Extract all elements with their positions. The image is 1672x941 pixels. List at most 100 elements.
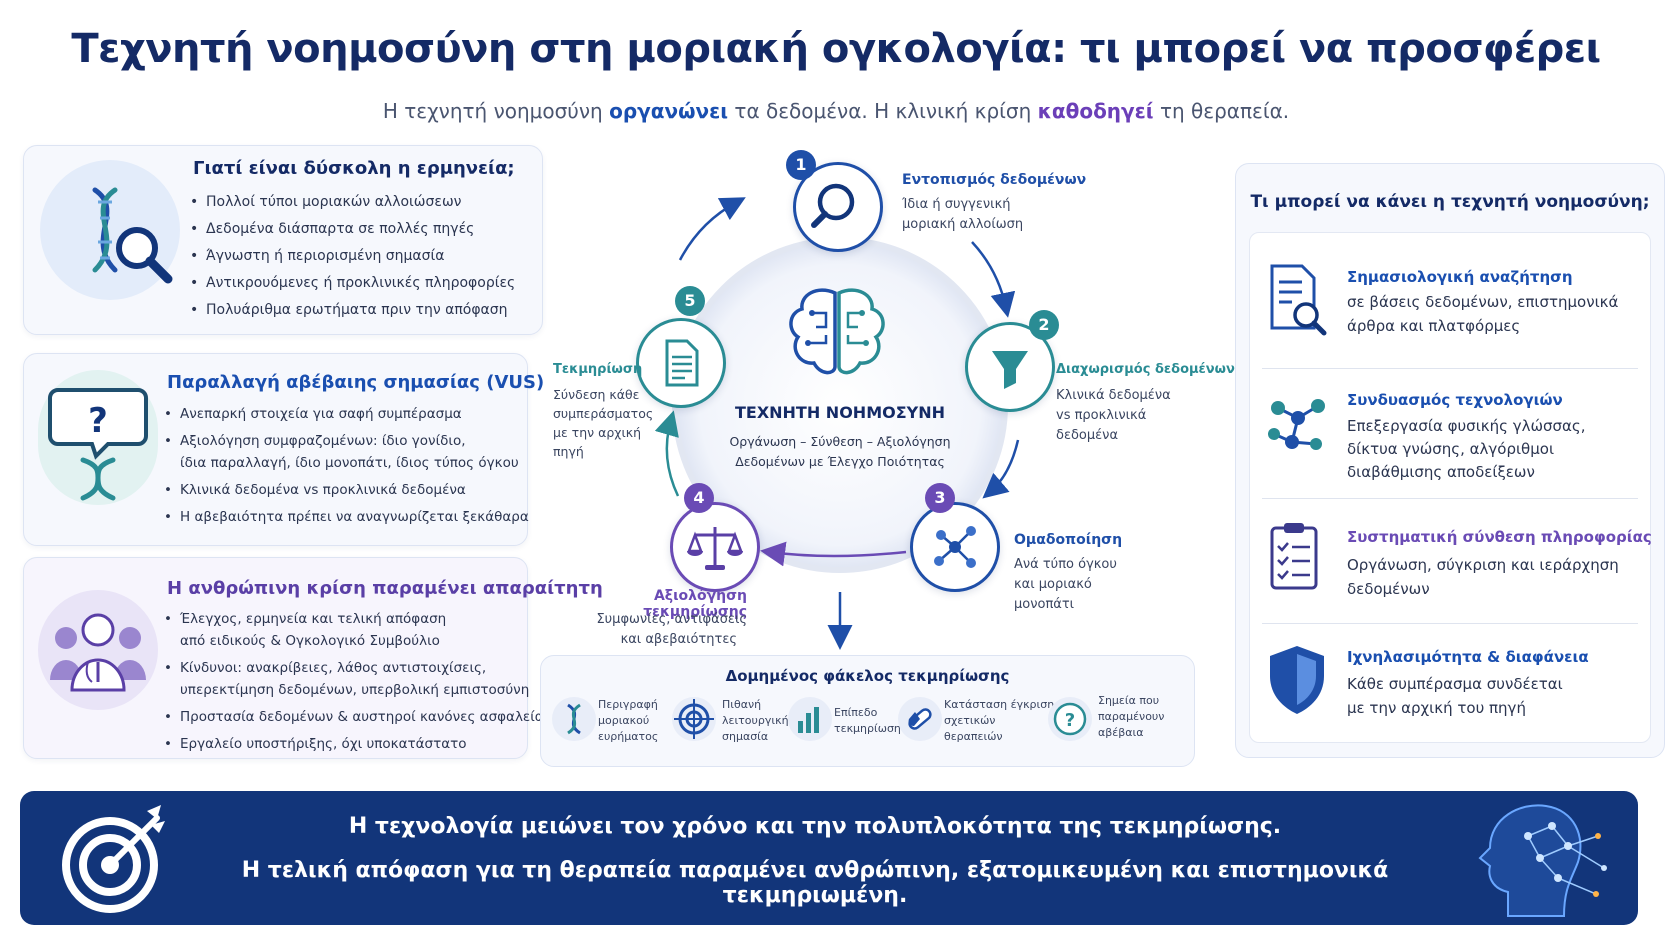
step-1-text-1: Ίδια ή συγγενική [902, 197, 1011, 212]
folder-item-4-line-2: σχετικών [944, 714, 996, 727]
step-4-node [670, 502, 760, 592]
card-human-title: Η ανθρώπινη κρίση παραμένει απαραίτητη [167, 578, 603, 599]
step-3-text-2: και μοριακό [1014, 577, 1092, 592]
list-item: Η αβεβαιότητα πρέπει να αναγνωρίζεται ξε… [162, 506, 529, 528]
feature-4-text-1: Κάθε συμπέρασμα συνδέεται [1347, 675, 1563, 693]
card-human-list: Έλεγχος, ερμηνεία και τελική απόφαση από… [162, 608, 552, 760]
folder-item-3-label: Επίπεδο τεκμηρίωσης [834, 705, 907, 737]
feature-divider [1262, 368, 1638, 369]
feature-1-text-2: άρθρα και πλατφόρμες [1347, 317, 1521, 335]
step-1-number: 1 [786, 150, 816, 180]
svg-text:?: ? [1065, 710, 1075, 731]
step-2-title: Διαχωρισμός δεδομένων [1056, 362, 1235, 377]
folder-item-5-line-1: Σημεία που [1098, 694, 1160, 707]
step-4-title: Αξιολόγηση τεκμηρίωσης [643, 588, 747, 620]
list-item-continuation: από ειδικούς & Ογκολογικό Συμβούλιο [180, 633, 440, 649]
arrow-5-1 [678, 197, 746, 261]
subtitle-highlight-organizes: οργανώνει [609, 99, 729, 123]
step-2-number: 2 [1029, 310, 1059, 340]
document-search-icon [1270, 264, 1327, 336]
list-item-continuation: ίδια παραλλαγή, ίδιο μονοπάτι, ίδιος τύπ… [180, 455, 519, 471]
feature-1-title: Σημασιολογική αναζήτηση [1347, 268, 1573, 286]
card-interpretation-title: Γιατί είναι δύσκολη η ερμηνεία; [193, 158, 515, 179]
list-item: Δεδομένα διάσπαρτα σε πολλές πηγές [188, 218, 515, 240]
step-1-text-2: μοριακή αλλοίωση [902, 217, 1024, 232]
doctors-group-icon [38, 590, 158, 710]
step-5-text-2: συμπεράσματος [553, 406, 654, 421]
conclusion-banner [20, 791, 1638, 925]
step-1-title: Εντοπισμός δεδομένων [902, 172, 1087, 188]
folder-item-3-line-1: Επίπεδο [834, 706, 878, 719]
card-vus-list: Ανεπαρκή στοιχεία για σαφή συμπέρασμα Αξ… [162, 403, 529, 533]
question-icon: ? [1048, 697, 1092, 741]
arrow-2-3 [982, 439, 1020, 499]
list-item: Αντικρουόμενες ή προκλινικές πληροφορίες [188, 272, 515, 294]
list-item: Προστασία δεδομένων & αυστηροί κανόνες α… [162, 706, 552, 728]
scales-icon [687, 527, 743, 570]
step-3-text-1: Ανά τύπο όγκου [1014, 557, 1117, 572]
step-3-number: 3 [925, 483, 955, 513]
cluster-network-icon [934, 526, 976, 568]
svg-text:?: ? [88, 401, 108, 441]
question-dna-icon: ? [38, 370, 158, 505]
step-4-text-2: και αβεβαιότητες [620, 632, 737, 647]
subtitle-part-1: Η τεχνητή νοημοσύνη [382, 99, 610, 123]
step-5-number: 5 [675, 286, 705, 316]
ai-head-network-icon [1478, 804, 1607, 917]
feature-2-title: Συνδυασμός τεχνολογιών [1347, 391, 1563, 409]
funnel-icon [992, 351, 1028, 389]
pill-icon [898, 697, 942, 741]
step-2-text-3: δεδομένα [1056, 428, 1119, 443]
subtitle-part-3: τη θεραπεία. [1153, 99, 1290, 123]
folder-item-3-line-2: τεκμηρίωσης [834, 722, 908, 735]
list-item: Άγνωστη ή περιορισμένη σημασία [188, 245, 515, 267]
subtitle-part-2: τα δεδομένα. Η κλινική κρίση [728, 99, 1038, 123]
list-item: Κίνδυνοι: ανακρίβειες, λάθος αντιστοιχίσ… [162, 657, 552, 679]
feature-2-text-3: διαβάθμισης αποδείξεων [1347, 463, 1535, 481]
dna-icon [552, 697, 596, 741]
list-item: Εργαλείο υποστήριξης, όχι υποκατάστατο [162, 733, 552, 755]
document-icon [665, 339, 699, 387]
folder-item-4-line-3: θεραπειών [944, 730, 1003, 743]
magnifier-icon [811, 183, 855, 228]
feature-4-title: Ιχνηλασιμότητα & διαφάνεια [1347, 648, 1589, 666]
conclusion-line-2: Η τελική απόφαση για τη θεραπεία παραμέν… [241, 858, 1389, 908]
conclusion-line-1: Η τεχνολογία μειώνει τον χρόνο και την π… [348, 814, 1282, 839]
arrow-1-2 [971, 241, 1016, 318]
network-icon [1268, 399, 1325, 450]
step-4-number: 4 [684, 483, 714, 513]
list-item: Έλεγχος, ερμηνεία και τελική απόφαση [162, 608, 552, 630]
feature-3-text-1: Οργάνωση, σύγκριση και ιεράρχηση [1347, 556, 1619, 574]
target-arrow-icon [62, 805, 165, 913]
folder-item-4-label: Κατάσταση έγκρισης σχετικών θεραπειών [944, 697, 1061, 745]
ai-capabilities-title: Τι μπορεί να κάνει η τεχνητή νοημοσύνη; [1250, 192, 1650, 212]
folder-item-2-line-2: λειτουργική [722, 714, 789, 727]
page-subtitle: Η τεχνητή νοημοσύνη οργανώνει τα δεδομέν… [0, 99, 1672, 123]
step-4-text-1: Συμφωνίες, αντιφάσεις [596, 612, 747, 627]
folder-item-5-label: Σημεία που παραμένουν αβέβαια [1098, 693, 1164, 741]
folder-item-1-line-2: μοριακού [598, 714, 650, 727]
list-item: Πολυάριθμα ερωτήματα πριν την απόφαση [188, 299, 515, 321]
list-item-continuation: υπερεκτίμηση δεδομένων, υπερβολική εμπισ… [180, 682, 530, 698]
core-title: ΤΕΧΝΗΤΗ ΝΟΗΜΟΣΥΝΗ [734, 403, 946, 422]
step-5-title: Τεκμηρίωση [553, 362, 643, 377]
page-title: Τεχνητή νοημοσύνη στη μοριακή ογκολογία:… [71, 26, 1601, 72]
folder-item-5-line-3: αβέβαια [1098, 726, 1144, 739]
arrow-4-5 [654, 410, 680, 497]
step-5-text-4: πηγή [553, 444, 584, 459]
list-item: Αξιολόγηση συμφραζομένων: ίδιο γονίδιο, [162, 430, 529, 452]
step-5-text-3: με την αρχική [553, 425, 642, 440]
feature-3-text-2: δεδομένων [1347, 580, 1430, 598]
step-3-node [910, 502, 1000, 592]
arrow-3-4 [760, 541, 907, 567]
bar-chart-icon [788, 697, 832, 741]
folder-item-2-line-3: σημασία [722, 730, 769, 743]
card-vus-title: Παραλλαγή αβέβαιης σημασίας (VUS) [167, 372, 545, 393]
step-2-text-1: Κλινικά δεδομένα [1056, 388, 1171, 403]
feature-divider [1262, 623, 1638, 624]
evidence-folder-title: Δομημένος φάκελος τεκμηρίωσης [725, 667, 1010, 685]
brain-circuit-icon [789, 288, 885, 375]
folder-item-2-line-1: Πιθανή [722, 698, 762, 711]
target-icon [672, 697, 716, 741]
feature-4-text-2: με την αρχική του πηγή [1347, 699, 1526, 717]
